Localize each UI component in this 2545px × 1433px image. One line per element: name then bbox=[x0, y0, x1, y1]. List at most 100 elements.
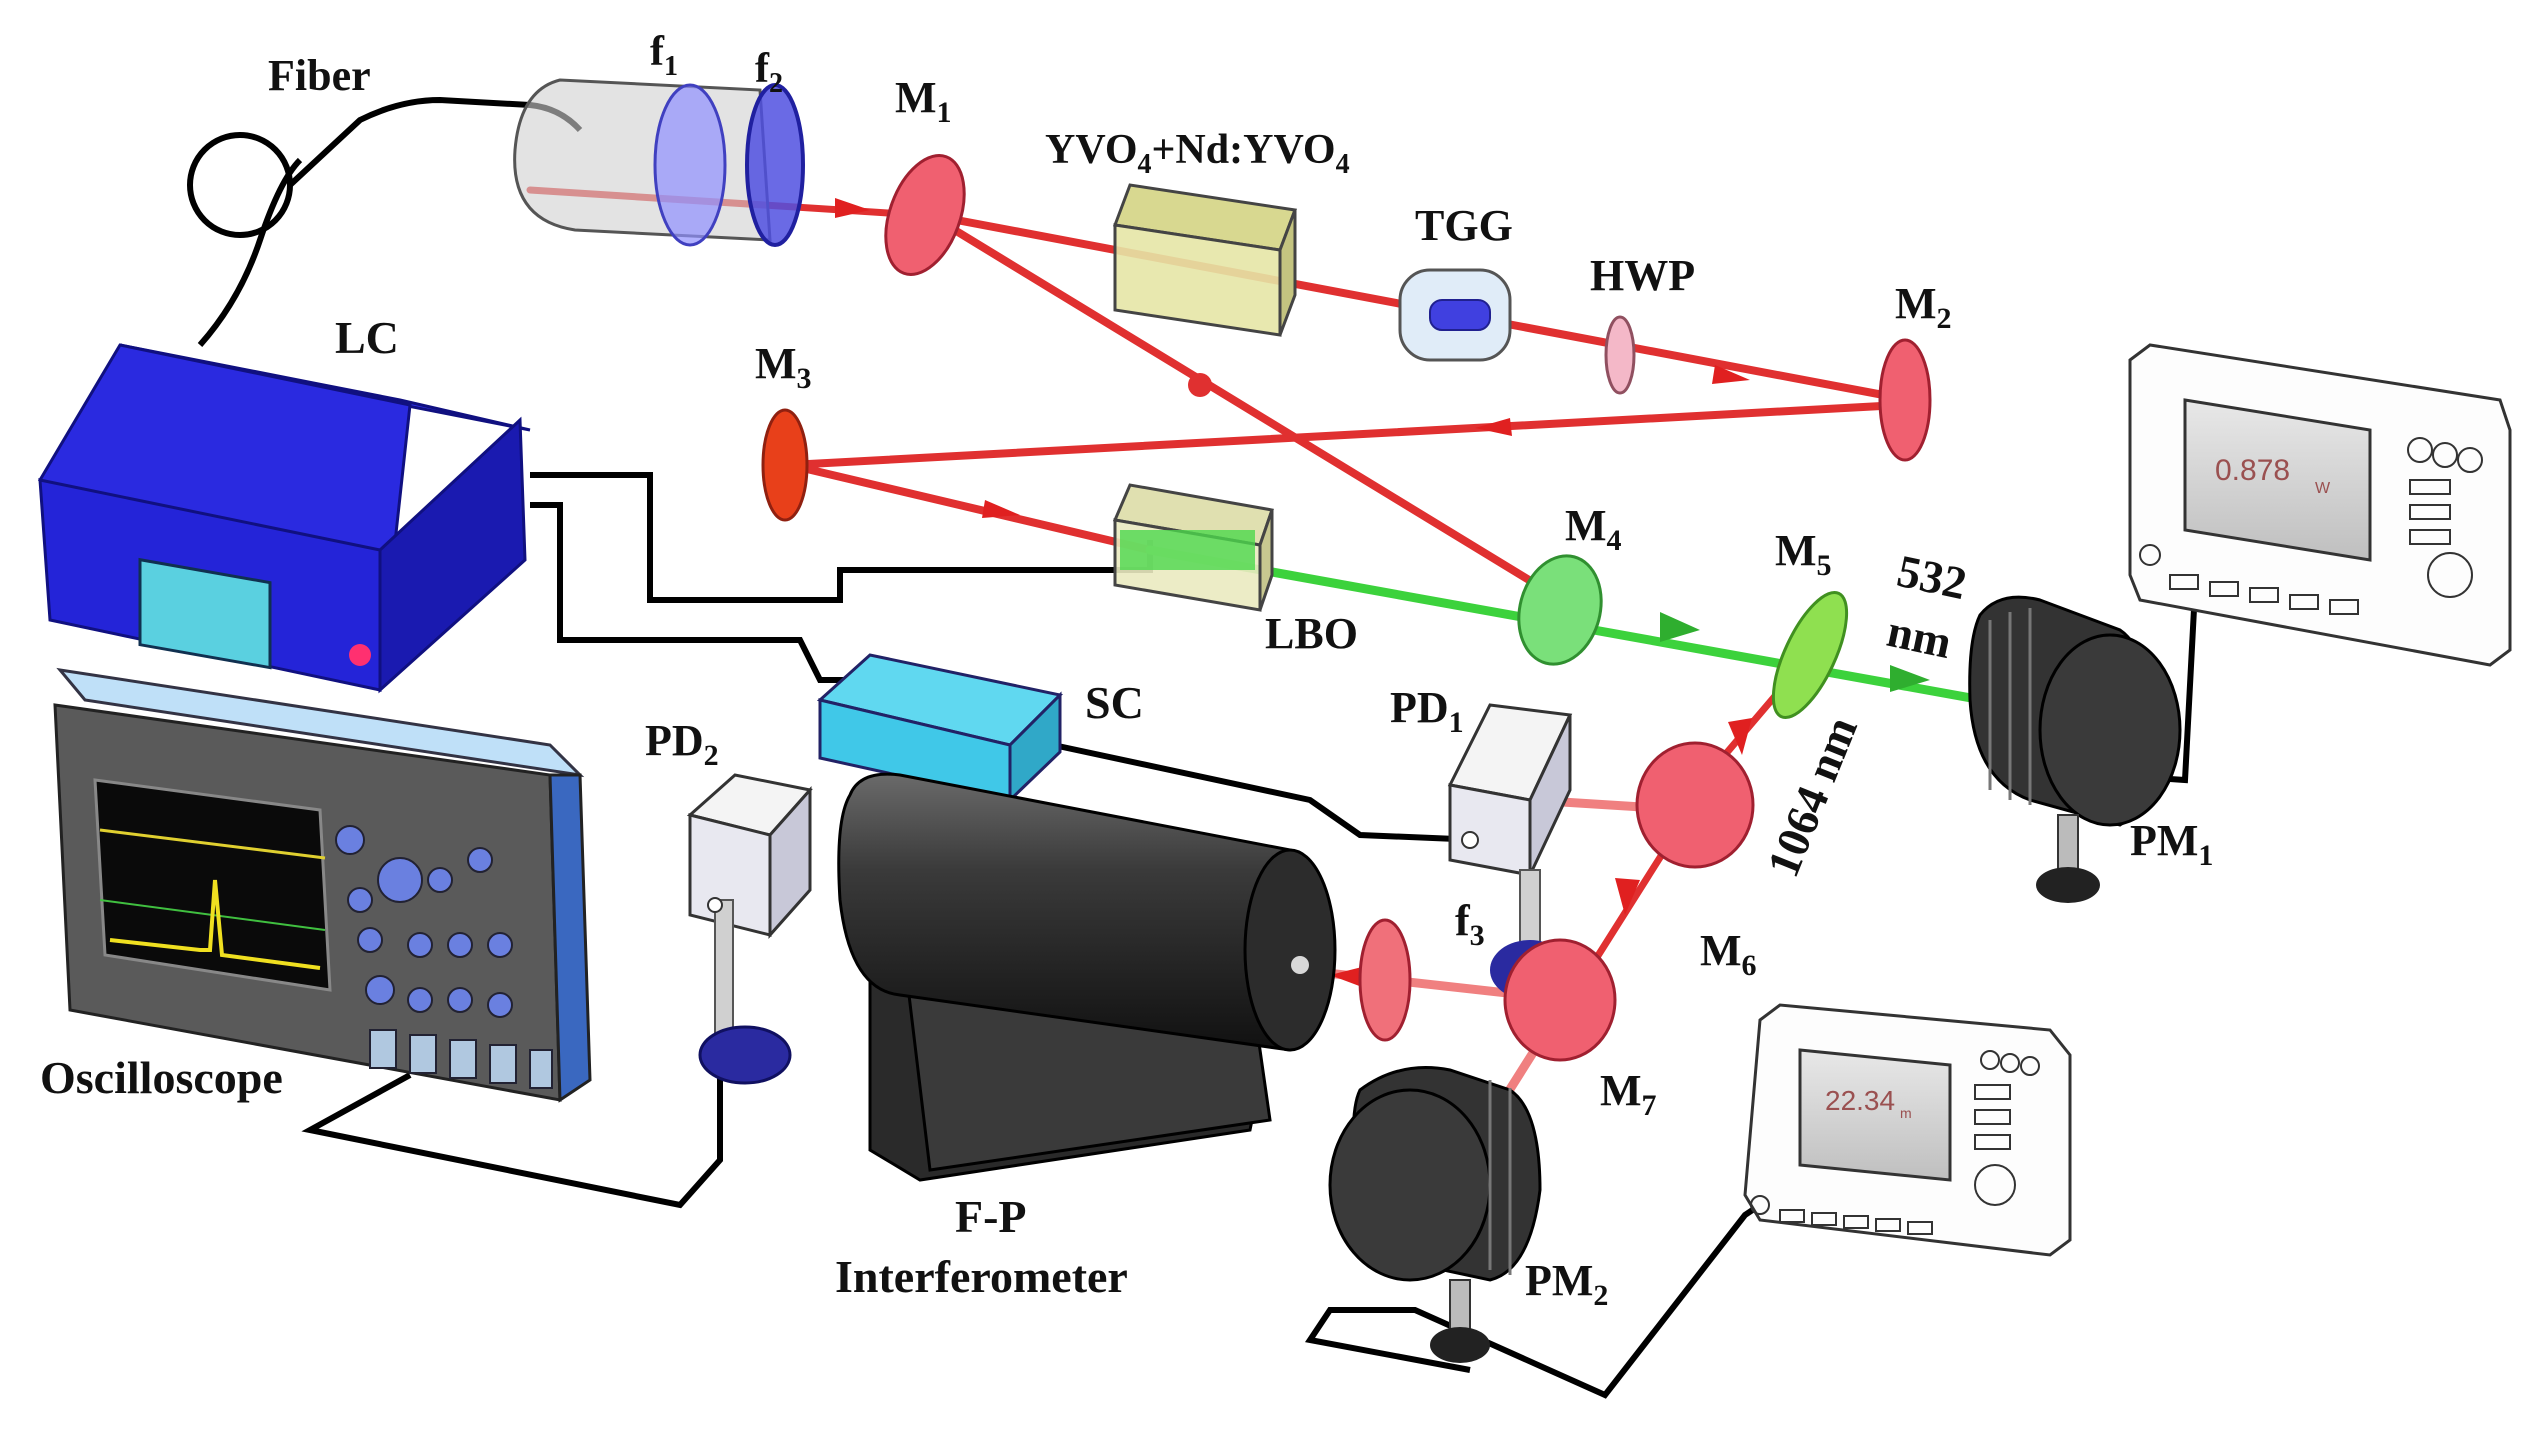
sc-to-pd1-cable bbox=[1029, 737, 1481, 843]
beam-m2-to-m3 bbox=[786, 401, 1904, 469]
label-f1: f bbox=[650, 29, 665, 75]
label-m1-sub: 1 bbox=[937, 96, 952, 129]
svg-text:f2: f2 bbox=[755, 46, 783, 99]
svg-text:M2: M2 bbox=[1895, 279, 1952, 335]
label-pd2-sub: 2 bbox=[704, 739, 719, 772]
label-532: 532 bbox=[1893, 545, 1971, 609]
crystal-yvo4 bbox=[1112, 183, 1298, 337]
label-lbo: LBO bbox=[1265, 609, 1358, 658]
fabry-perot-interferometer bbox=[837, 772, 1337, 1182]
oscilloscope-trace-icon bbox=[109, 879, 321, 970]
mirror-icon bbox=[1503, 938, 1617, 1062]
power-meter-head-pm1 bbox=[1968, 595, 2182, 903]
label-yvo4: YVO bbox=[1045, 127, 1138, 173]
tgg-rod-icon bbox=[1429, 299, 1491, 331]
pm2-screen-icon bbox=[1798, 1048, 1952, 1182]
label-f2-sub: 2 bbox=[769, 68, 783, 99]
svg-text:PD1: PD1 bbox=[1390, 683, 1464, 739]
label-m7-sub: 7 bbox=[1642, 1089, 1657, 1122]
mirror-m1 bbox=[884, 154, 966, 276]
pd2-base-icon bbox=[698, 1025, 792, 1085]
label-tgg: TGG bbox=[1415, 201, 1513, 250]
lens-f3-icon bbox=[1358, 918, 1412, 1042]
label-m5: M bbox=[1775, 526, 1817, 575]
label-fiber: Fiber bbox=[268, 51, 371, 100]
lc-to-sc-cable bbox=[530, 502, 850, 683]
arrow-icon bbox=[1475, 418, 1512, 436]
label-pm2: PM bbox=[1525, 1256, 1593, 1305]
label-ndyvo4-sub: 4 bbox=[1336, 149, 1350, 180]
label-oscilloscope: Oscilloscope bbox=[40, 1052, 283, 1103]
label-fp: F-P bbox=[955, 1191, 1027, 1242]
mirror-m5-icon bbox=[1771, 590, 1849, 720]
label-m6: M bbox=[1700, 926, 1742, 975]
label-pm1-sub: 1 bbox=[2198, 839, 2213, 872]
label-pm1: PM bbox=[2130, 816, 2198, 865]
oscilloscope-inputs bbox=[369, 1029, 553, 1089]
mirror-icon bbox=[884, 154, 966, 276]
arrow-icon bbox=[1712, 365, 1750, 384]
label-m5-sub: 5 bbox=[1817, 549, 1832, 582]
arrow-icon bbox=[1728, 718, 1752, 755]
label-f3: f bbox=[1455, 896, 1471, 945]
label-lc: LC bbox=[335, 312, 399, 363]
label-interferometer: Interferometer bbox=[835, 1251, 1128, 1302]
label-hwp: HWP bbox=[1590, 251, 1695, 300]
svg-text:M4: M4 bbox=[1565, 501, 1622, 557]
label-m3-sub: 3 bbox=[797, 362, 812, 395]
pm2-cable bbox=[1304, 1202, 1762, 1399]
label-1064nm: 1064 nm bbox=[1757, 709, 1867, 883]
pm2-value: 22.34 bbox=[1825, 1085, 1895, 1116]
power-meter-display-pm2 bbox=[1743, 1003, 2072, 1257]
arrow-icon bbox=[982, 500, 1020, 518]
lc-to-lbo-cable bbox=[530, 472, 1153, 603]
label-f3-sub: 3 bbox=[1470, 919, 1485, 952]
label-m2-sub: 2 bbox=[1937, 302, 1952, 335]
svg-text:M3: M3 bbox=[755, 339, 812, 395]
label-m1: M bbox=[895, 73, 937, 122]
faraday-rotator-tgg bbox=[1398, 268, 1512, 362]
osc-to-pd2-cable bbox=[301, 920, 723, 1209]
svg-text:M1: M1 bbox=[895, 73, 952, 129]
svg-text:M7: M7 bbox=[1600, 1066, 1657, 1122]
label-ndyvo4: +Nd:YVO bbox=[1152, 127, 1336, 173]
oscilloscope bbox=[53, 667, 592, 1103]
pm1-screen-icon bbox=[2183, 398, 2372, 562]
crystal-lbo bbox=[1112, 483, 1274, 612]
svg-text:PD2: PD2 bbox=[645, 716, 719, 772]
label-sc: SC bbox=[1085, 677, 1144, 728]
photodiode-pd2 bbox=[686, 773, 813, 1085]
mirror-m4-icon bbox=[1517, 554, 1603, 666]
pm2-unit: m bbox=[1900, 1105, 1912, 1121]
label-m4: M bbox=[1565, 501, 1607, 550]
mirror-m3-icon bbox=[761, 408, 809, 522]
lens-f2-icon bbox=[745, 83, 805, 247]
svg-text:f3: f3 bbox=[1455, 896, 1485, 952]
label-532-nm: nm bbox=[1883, 605, 1956, 668]
scan-controller bbox=[816, 653, 1064, 804]
svg-text:f1: f1 bbox=[650, 29, 678, 82]
label-pd1: PD bbox=[1390, 683, 1449, 732]
arrow-icon bbox=[1660, 612, 1700, 642]
fiber-coil-icon bbox=[187, 132, 293, 238]
mirror-m6-icon bbox=[1635, 741, 1755, 869]
label-pm2-sub: 2 bbox=[1593, 1279, 1608, 1312]
label-m3: M bbox=[755, 339, 797, 388]
svg-text:M6: M6 bbox=[1700, 926, 1757, 982]
label-m7: M bbox=[1600, 1066, 1642, 1115]
svg-text:YVO4+Nd:YVO4: YVO4+Nd:YVO4 bbox=[1045, 127, 1350, 180]
fiber-to-lc-cable bbox=[197, 157, 303, 347]
lc-screen-icon bbox=[138, 557, 272, 670]
arrow-icon bbox=[1188, 373, 1212, 397]
oscilloscope-screen-icon bbox=[93, 778, 332, 992]
lens-f1-icon bbox=[653, 83, 727, 247]
pm1-unit: W bbox=[2315, 480, 2331, 497]
lc-power-button bbox=[349, 644, 371, 666]
label-f1-sub: 1 bbox=[664, 51, 678, 82]
label-pd1-sub: 1 bbox=[1449, 706, 1464, 739]
label-f2: f bbox=[755, 46, 770, 92]
label-m2: M bbox=[1895, 279, 1937, 328]
svg-text:M5: M5 bbox=[1775, 526, 1832, 582]
laser-controller bbox=[37, 343, 531, 694]
